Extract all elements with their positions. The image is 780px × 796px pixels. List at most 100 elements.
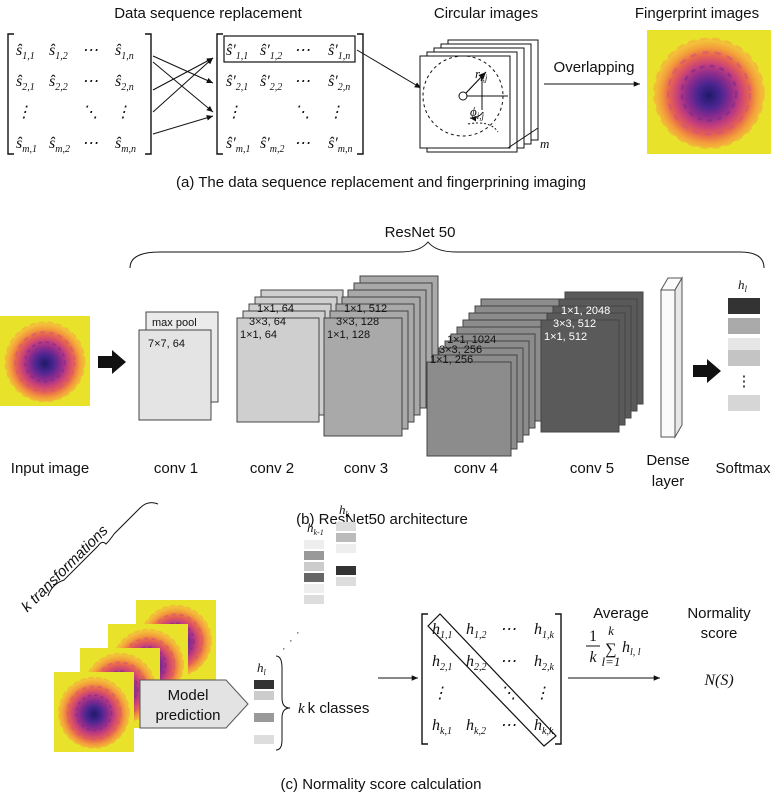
conv3-layer [323, 317, 403, 437]
stack-brace [507, 127, 539, 149]
conv5-layer [540, 319, 620, 433]
resnet-brace [129, 241, 765, 269]
matrix-right-cell: ⋱ [294, 104, 310, 121]
conv5-op: 3×3, 512 [553, 318, 596, 330]
conv1-block [138, 311, 219, 421]
matrix-left-cell: ŝ1,2 [49, 42, 68, 62]
arrow-to-circular [356, 49, 422, 89]
matrix-left-cell: ŝm,n [115, 135, 136, 155]
hist-bar [304, 584, 324, 593]
matrix-right-cell: ⋯ [294, 42, 310, 59]
conv5-op: 1×1, 2048 [561, 305, 610, 317]
matrix-left-cell: ⋮ [115, 104, 131, 121]
matrix-left-cell: ⋯ [82, 73, 98, 90]
hist-bar [254, 713, 274, 722]
normality-label-2: score [701, 625, 738, 642]
softmax-bar [728, 318, 760, 334]
matrix-left-cell: ŝ1,n [115, 42, 134, 62]
hist-bar [304, 540, 324, 549]
matrix-right-cell: ŝ′2,1 [226, 73, 248, 93]
softmax-bar [728, 350, 760, 366]
matrix-h-cell: h2,2 [466, 653, 487, 673]
matrix-right-cell: ⋯ [294, 73, 310, 90]
hist-dots-2: · [289, 635, 293, 647]
average-label: Average [593, 605, 649, 622]
hist-label: hl [257, 660, 267, 677]
matrix-left-cell: ŝ2,n [115, 73, 134, 93]
hist-bar [304, 595, 324, 604]
conv1-label: conv 1 [154, 460, 198, 477]
softmax-h: hl [738, 277, 748, 294]
matrix-left [7, 33, 152, 155]
title-circular-images: Circular images [434, 5, 538, 22]
hist-bar [304, 573, 324, 582]
matrix-right-cell: ⋮ [226, 104, 242, 121]
matrix-right-cell: ⋯ [294, 135, 310, 152]
hist-label: hk-1 [307, 520, 324, 537]
matrix-left-cell: ŝm,1 [16, 135, 37, 155]
hist-bar [336, 533, 356, 542]
matrix-left-cell: ⋯ [82, 42, 98, 59]
fingerprint-image [645, 28, 773, 156]
hist-bar [254, 680, 274, 689]
matrix-right-cell: ŝ′m,n [328, 135, 352, 155]
conv3-label: conv 3 [344, 460, 388, 477]
conv4-label: conv 4 [454, 460, 498, 477]
replacement-arrows [152, 55, 214, 135]
matrix-right-cell: ŝ′1,2 [260, 42, 282, 62]
r-label: ri,j [475, 66, 488, 83]
dense-layer [660, 276, 683, 439]
softmax-bar [728, 395, 760, 411]
hist-bar [335, 554, 357, 565]
svg-text:hl, l: hl, l [622, 639, 641, 658]
conv4-op: 3×3, 256 [439, 344, 482, 356]
matrix-left-cell: ŝ2,2 [49, 73, 68, 93]
conv1-maxpool: max pool [152, 317, 197, 329]
matrix-right-cell: ŝ′m,2 [260, 135, 284, 155]
input-arrow [98, 350, 126, 374]
matrix-h-cell: hk,1 [432, 717, 452, 737]
input-image [0, 315, 91, 407]
model-prediction-arrow [139, 679, 249, 729]
conv2-op: 1×1, 64 [257, 303, 294, 315]
matrix-h-cell: h1,2 [466, 621, 487, 641]
hist-bar [336, 522, 356, 531]
hist-bar [253, 723, 275, 734]
matrix-left-cell: ŝ1,1 [16, 42, 35, 62]
conv5-label: conv 5 [570, 460, 614, 477]
hist-bar [336, 566, 356, 575]
hist-label: hk [339, 502, 350, 519]
matrix-h [421, 613, 562, 747]
average-formula: 1 k k ∑ l=1 hl, l [586, 623, 641, 669]
conv2-layer [236, 317, 320, 423]
title-fingerprint-images: Fingerprint images [635, 5, 759, 22]
conv2-block: 1×1, 643×3, 641×1, 64 [236, 289, 344, 423]
matrix-left-cell: ŝ2,1 [16, 73, 35, 93]
softmax-dots: ⋮ [737, 373, 752, 390]
matrix-right-cell: ŝ′2,n [328, 73, 350, 93]
svg-text:k: k [608, 623, 614, 638]
phi-label: ϕi,j [470, 104, 484, 121]
svg-text:1: 1 [589, 628, 597, 645]
hist-bar [336, 577, 356, 586]
svg-text:∑: ∑ [605, 641, 616, 658]
k-transformations-label: k transformations [18, 522, 112, 616]
normality-label-1: Normality [687, 605, 751, 622]
prediction-histograms: hl hk-1 hk [253, 502, 357, 744]
svg-text:l=1: l=1 [602, 654, 621, 669]
matrix-h-cell: ⋯ [500, 717, 516, 734]
matrix-h-cell: ⋱ [500, 685, 516, 702]
hist-dots-3: · [296, 627, 300, 639]
conv3-op: 3×3, 128 [336, 316, 379, 328]
softmax-bars [728, 298, 760, 411]
input-image-label: Input image [11, 460, 89, 477]
k-transformations-brace [47, 502, 159, 597]
caption-a: (a) The data sequence replacement and fi… [176, 174, 586, 191]
